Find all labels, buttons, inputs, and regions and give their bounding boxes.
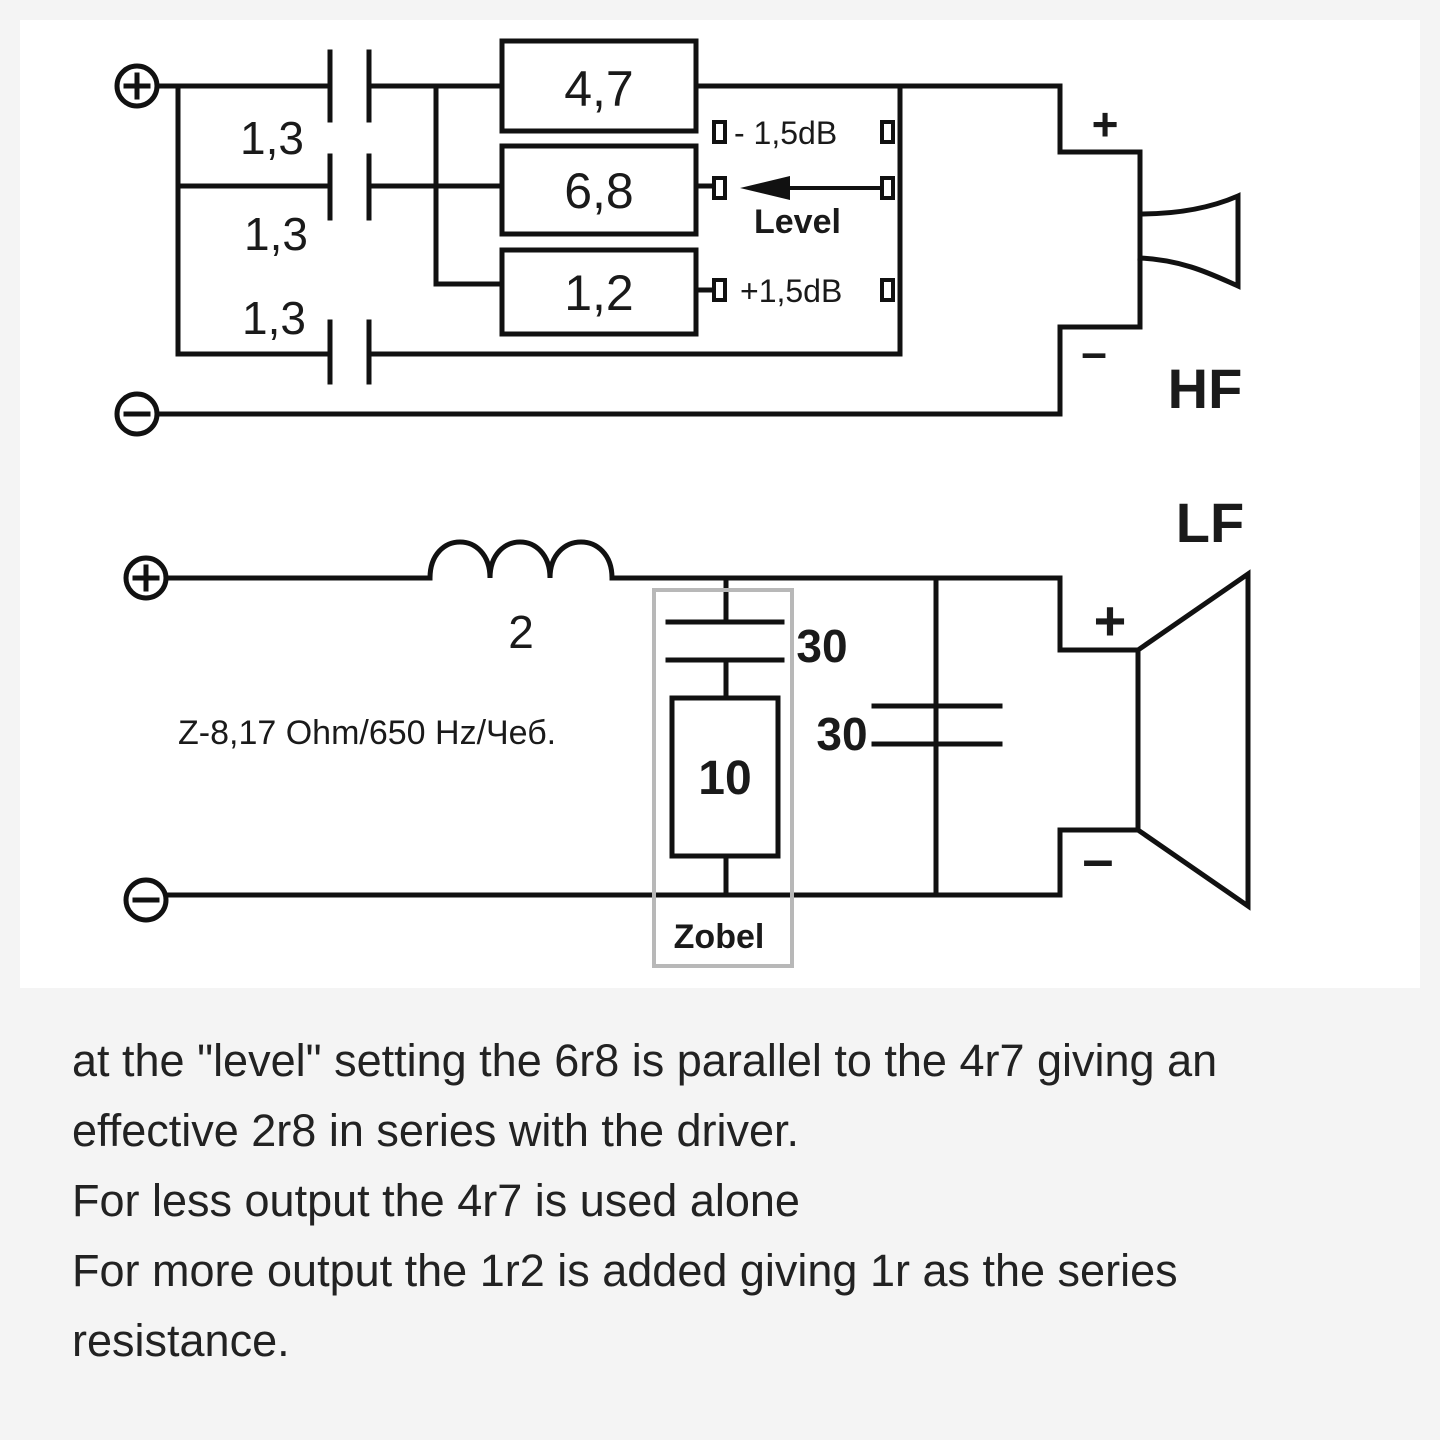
hf-resistor-3-value: 1,2 xyxy=(564,265,634,321)
tap-level-label: Level xyxy=(754,203,841,241)
hf-resistor-leads xyxy=(693,183,715,293)
hf-resistor-1-value: 4,7 xyxy=(564,61,634,117)
lf-inductor xyxy=(427,539,615,581)
lf-input-minus-terminal xyxy=(123,877,169,923)
inductor-value: 2 xyxy=(508,606,534,658)
design-spec: Z-8,17 Ohm/650 Hz/Чеб. xyxy=(178,714,556,752)
hf-horn-driver-icon xyxy=(1137,149,1241,330)
lf-driver-minus: – xyxy=(1082,827,1113,890)
note-line-1: at the "level" setting the 6r8 is parall… xyxy=(72,1035,1218,1086)
zobel-label: Zobel xyxy=(674,918,765,956)
zobel-cap-value: 30 xyxy=(796,620,847,672)
hf-resistor-6-8 xyxy=(499,143,699,237)
zobel-box xyxy=(652,588,794,968)
explanation-text: at the "level" setting the 6r8 is parall… xyxy=(72,1026,1392,1376)
hf-cap-node xyxy=(366,83,903,357)
hf-resistor-2-value: 6,8 xyxy=(564,163,634,219)
level-arrow-head xyxy=(740,176,790,200)
note-line-4: For more output the 1r2 is added giving … xyxy=(72,1245,1178,1296)
lf-shunt-capacitor xyxy=(871,575,1003,898)
lf-minus-bus xyxy=(163,827,1141,898)
zobel-resistor-value: 10 xyxy=(698,752,751,805)
lf-cone-speaker-icon xyxy=(1134,569,1251,911)
hf-output-wire xyxy=(693,83,1143,155)
diagram-panel xyxy=(20,20,1420,988)
hf-cap-3-value: 1,3 xyxy=(242,292,306,344)
note-line-5: resistance. xyxy=(72,1315,290,1366)
hf-cap-2-value: 1,3 xyxy=(244,208,308,260)
hf-driver-plus: + xyxy=(1092,98,1119,150)
hf-minus-bus xyxy=(154,324,1143,417)
shunt-cap-value: 30 xyxy=(816,708,867,760)
hf-driver-minus: – xyxy=(1081,326,1107,378)
lf-plus-bus xyxy=(609,575,1141,653)
lf-driver-plus: + xyxy=(1094,589,1127,652)
tap-minus-label: - 1,5dB xyxy=(734,115,837,151)
note-line-2: effective 2r8 in series with the driver. xyxy=(72,1105,800,1156)
note-line-3: For less output the 4r7 is used alone xyxy=(72,1175,800,1226)
tap-plus-label: +1,5dB xyxy=(740,273,842,309)
hf-cap-1-value: 1,3 xyxy=(240,112,304,164)
crossover-schematic: 1,3 1,3 1,3 4,7 6,8 1,2 - 1,5dB Level +1… xyxy=(20,20,1420,988)
zobel-capacitor xyxy=(665,575,785,701)
hf-input-bus xyxy=(154,83,333,357)
hf-driver-label: HF xyxy=(1168,357,1243,420)
lf-driver-label: LF xyxy=(1176,491,1244,554)
